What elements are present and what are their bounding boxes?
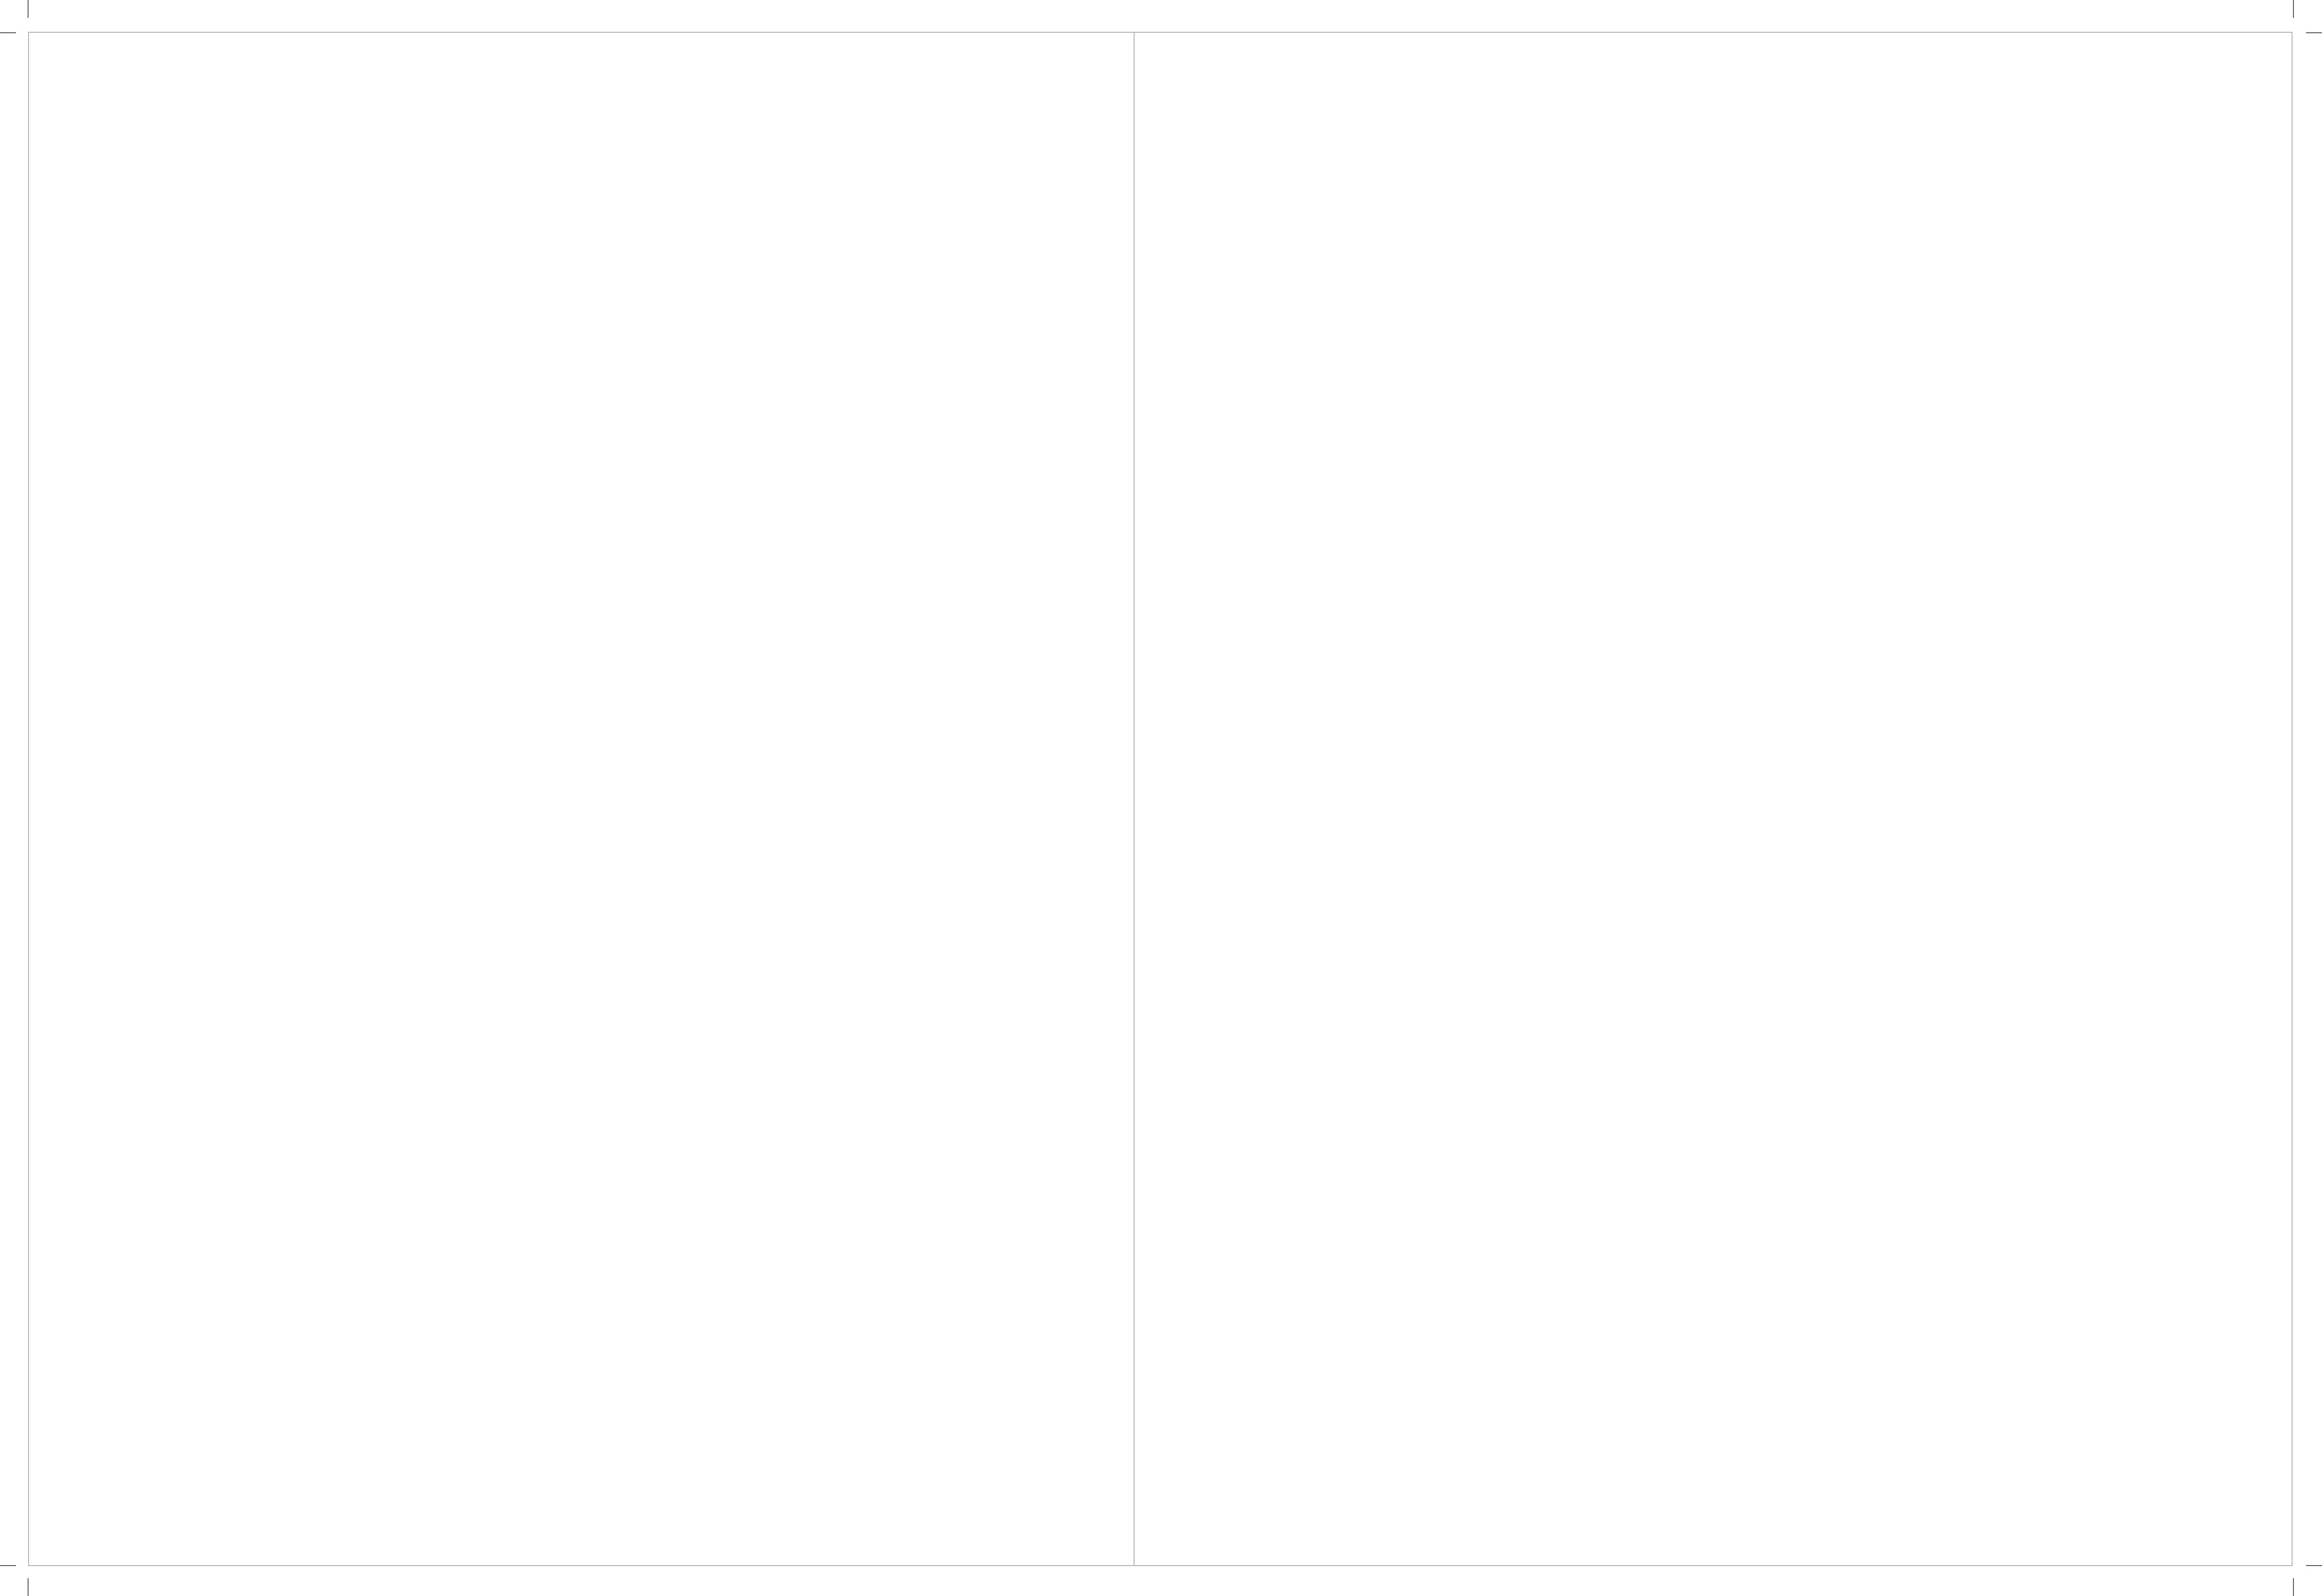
crop-mark: [0, 32, 16, 33]
crop-mark: [28, 1578, 29, 1596]
crop-mark: [0, 1565, 16, 1566]
page-frame: [28, 32, 2293, 1566]
crop-mark: [2293, 1578, 2294, 1596]
crop-mark: [28, 0, 29, 18]
page-divider-line: [1134, 32, 1135, 1566]
crop-mark: [2306, 32, 2322, 33]
crop-mark: [2306, 1565, 2322, 1566]
crop-mark: [2293, 0, 2294, 18]
